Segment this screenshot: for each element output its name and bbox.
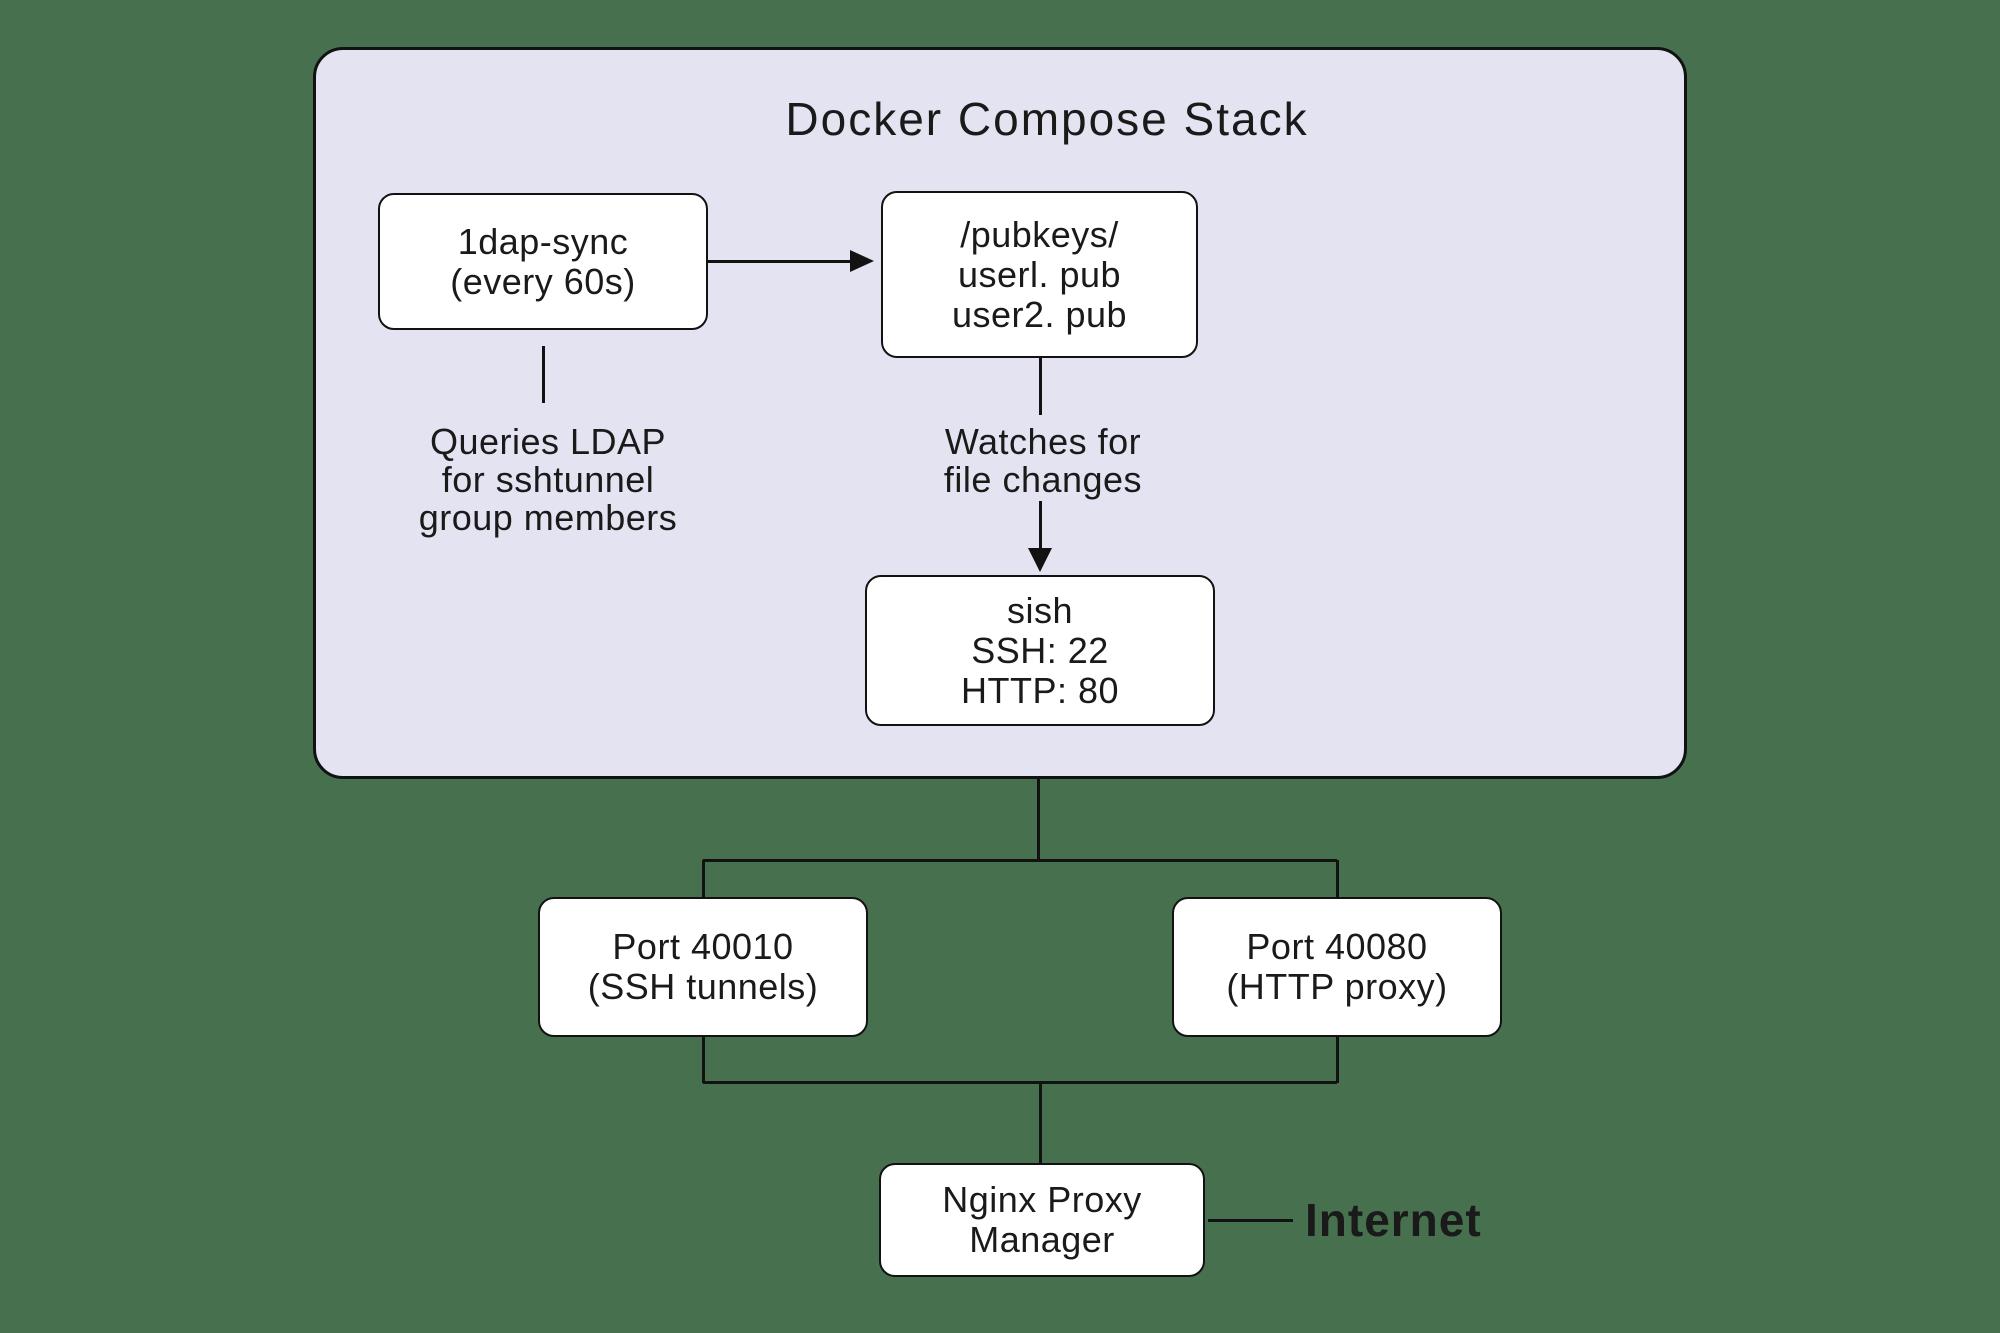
connector-rail-to-port-40010 [702, 860, 705, 898]
node-port-40080-line1: Port 40080 [1246, 926, 1428, 967]
node-sish-line2: SSH: 22 [971, 629, 1109, 671]
node-port-40080: Port 40080 (HTTP proxy) [1172, 897, 1502, 1037]
label-queries-ldap: Queries LDAP for sshtunnel group members [378, 423, 718, 537]
arrow-ldap-to-pubkeys-line [708, 260, 850, 263]
arrow-note-to-sish-line [1039, 501, 1042, 548]
node-nginx-line1: Nginx Proxy [942, 1179, 1142, 1220]
connector-port-40080-to-rail [1336, 1037, 1339, 1083]
label-queries-ldap-line1: Queries LDAP [429, 421, 667, 462]
label-queries-ldap-line3: group members [418, 497, 678, 538]
node-port-40080-line2: (HTTP proxy) [1226, 966, 1448, 1007]
node-port-40010: Port 40010 (SSH tunnels) [538, 897, 868, 1037]
connector-port-40010-to-rail [702, 1037, 705, 1083]
connector-rail-to-port-40080 [1336, 860, 1339, 898]
node-sish: sish SSH: 22 HTTP: 80 [865, 575, 1215, 726]
arrow-note-to-sish-head-icon [1028, 548, 1052, 572]
connector-ldap-to-note [542, 346, 545, 403]
node-pubkeys-line2: userl. pub [957, 253, 1122, 295]
connector-ports-top-rail [703, 859, 1337, 862]
node-ldap-sync-line1: 1dap-sync [457, 220, 629, 262]
connector-pubkeys-to-note [1039, 358, 1042, 415]
connector-nginx-to-internet [1208, 1219, 1293, 1222]
label-queries-ldap-line2: for sshtunnel [441, 459, 655, 500]
label-internet: Internet [1305, 1194, 1482, 1246]
connector-ports-bottom-rail [703, 1081, 1337, 1084]
node-sish-line3: HTTP: 80 [960, 669, 1120, 711]
node-ldap-sync-line2: (every 60s) [450, 260, 636, 302]
label-watches-for-changes: Watches for file changes [873, 423, 1213, 499]
node-ldap-sync: 1dap-sync (every 60s) [378, 193, 708, 330]
stack-title: Docker Compose Stack [785, 93, 1309, 145]
connector-stack-to-ports [1037, 779, 1040, 860]
label-watches-line2: file changes [943, 459, 1143, 500]
node-pubkeys-line1: /pubkeys/ [960, 213, 1119, 255]
node-port-40010-line1: Port 40010 [612, 926, 794, 967]
node-nginx-proxy-manager: Nginx Proxy Manager [879, 1163, 1205, 1277]
arrow-ldap-to-pubkeys-head-icon [850, 250, 874, 272]
node-nginx-line2: Manager [969, 1219, 1115, 1260]
node-pubkeys: /pubkeys/ userl. pub user2. pub [881, 191, 1198, 358]
node-port-40010-line2: (SSH tunnels) [587, 966, 819, 1007]
label-watches-line1: Watches for [944, 421, 1142, 462]
connector-rail-to-nginx [1039, 1083, 1042, 1163]
node-sish-line1: sish [1006, 589, 1074, 631]
docker-compose-stack-container: Docker Compose Stack 1dap-sync (every 60… [313, 47, 1687, 779]
node-pubkeys-line3: user2. pub [951, 293, 1128, 335]
